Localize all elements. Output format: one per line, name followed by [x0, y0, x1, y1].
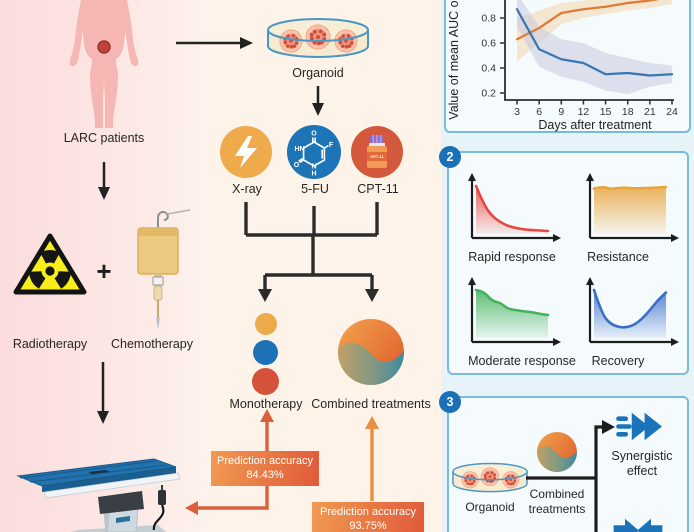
organoid-label: Organoid [292, 66, 344, 80]
svg-text:9: 9 [558, 106, 564, 118]
svg-text:21: 21 [644, 106, 656, 118]
resistance-label: Resistance [587, 250, 649, 264]
synergy-line1: Synergistic [611, 449, 673, 463]
iv-bag-icon [137, 209, 191, 330]
panel-2-badge: 2 [439, 146, 461, 168]
mono-dot-orange [255, 313, 277, 335]
resistance-chart [586, 173, 679, 242]
panel-3-badge: 3 [439, 391, 461, 413]
cpt-vial-icon: CPT-11 [367, 135, 387, 168]
panel3-combined-line1: Combined [529, 487, 585, 501]
xray-label: X-ray [232, 182, 262, 196]
rapid-response-chart [468, 173, 561, 242]
tumor-dot [97, 40, 111, 54]
prediction-box-mono: Prediction accuracy 84.43% [211, 451, 319, 486]
moderate-response-label: Moderate response [468, 354, 576, 368]
plus-sign: + [96, 256, 112, 286]
recovery-chart [586, 277, 679, 346]
antagonistic-effect-icon [613, 518, 663, 532]
svg-text:12: 12 [578, 106, 590, 118]
svg-text:O: O [311, 131, 317, 138]
lightning-bolt-icon [235, 136, 257, 168]
recovery-label: Recovery [591, 354, 645, 368]
svg-text:N: N [311, 164, 316, 171]
svg-text:HN: HN [294, 146, 304, 153]
vial-label: CPT-11 [370, 154, 384, 159]
panel3-combined-line2: treatments [528, 502, 586, 516]
combined-treatments-label: Combined treatments [311, 397, 431, 411]
svg-text:F: F [329, 142, 334, 149]
chemotherapy-label: Chemotherapy [111, 337, 193, 351]
svg-text:18: 18 [622, 106, 634, 118]
fu-label: 5-FU [301, 182, 329, 196]
svg-text:3: 3 [514, 106, 520, 118]
prediction-box-combined-line1: Prediction accuracy [320, 506, 416, 518]
treatment-table-icon [16, 458, 181, 532]
panel3-combined-label: Combined treatments [507, 487, 607, 517]
mono-dot-red [252, 368, 279, 395]
combined-sphere-icon [338, 319, 404, 385]
moderate-response-chart [468, 277, 561, 346]
svg-text:24: 24 [666, 106, 678, 118]
panel3-combined-sphere-icon [537, 432, 577, 472]
synergistic-effect-label: Synergistic effect [594, 449, 690, 479]
radiation-icon [13, 233, 87, 295]
mono-dot-blue [253, 340, 278, 365]
monotherapy-label: Monotherapy [229, 397, 303, 411]
svg-text:0.6: 0.6 [481, 38, 496, 50]
5fu-structure-icon: O HN O N H F [294, 131, 334, 177]
synergy-line2: effect [626, 464, 658, 478]
patient-silhouette [69, 0, 139, 128]
prediction-box-combined-line2: 93.75% [349, 519, 387, 532]
svg-text:Value of mean AUC or: Value of mean AUC or [447, 0, 461, 120]
svg-text:O: O [294, 162, 300, 169]
prediction-box-mono-line1: Prediction accuracy [217, 455, 313, 467]
synergistic-effect-icon [616, 412, 662, 441]
larc-patients-label: LARC patients [63, 131, 145, 145]
organoid-dish-icon [266, 17, 370, 59]
svg-text:0.8: 0.8 [481, 13, 496, 25]
fu-circle [287, 125, 341, 179]
svg-text:H: H [311, 171, 316, 177]
cpt-label: CPT-11 [357, 182, 399, 196]
panel3-organoid-label: Organoid [465, 500, 515, 514]
svg-text:15: 15 [600, 106, 612, 118]
prediction-box-mono-line2: 84.43% [246, 468, 284, 481]
radiotherapy-label: Radiotherapy [12, 337, 88, 351]
svg-text:0.2: 0.2 [481, 88, 496, 100]
rapid-response-label: Rapid response [468, 250, 556, 264]
svg-text:6: 6 [536, 106, 542, 118]
prediction-box-combined: Prediction accuracy 93.75% [312, 502, 424, 532]
svg-text:Days after treatment: Days after treatment [538, 118, 652, 132]
svg-text:0.4: 0.4 [481, 63, 496, 75]
